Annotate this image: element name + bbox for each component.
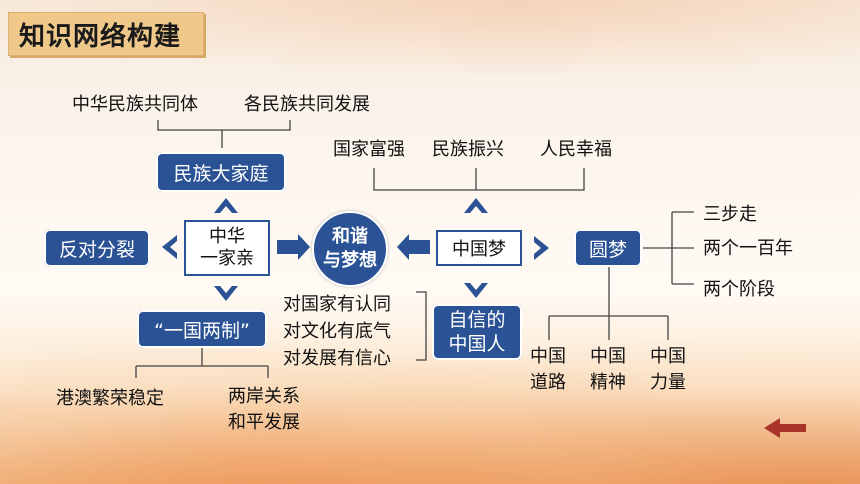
label-china-spirit-line2: 精神 [590, 372, 626, 393]
back-button[interactable] [760, 414, 810, 442]
label-hk-macao-stability: 港澳繁荣稳定 [56, 388, 164, 409]
node-nation-family: 民族大家庭 [156, 152, 286, 192]
node-confident-line2: 中国人 [448, 333, 506, 355]
background-bottom-glow [0, 334, 860, 484]
label-china-path-line2: 道路 [530, 372, 566, 393]
node-one-country-two-systems: “一国两制” [137, 310, 267, 348]
label-confidence-list: 对国家有认同 对文化有底气 对发展有信心 [283, 291, 391, 372]
label-china-spirit-line1: 中国 [590, 346, 626, 367]
label-common-development: 各民族共同发展 [244, 94, 370, 115]
label-three-steps: 三步走 [703, 204, 757, 225]
label-china-strength: 中国 力量 [650, 344, 686, 396]
node-realize-dream: 圆梦 [574, 229, 642, 267]
label-identify-nation: 对国家有认同 [283, 294, 391, 315]
node-harmony-line1: 和谐 [332, 226, 368, 247]
label-two-stages: 两个阶段 [703, 279, 775, 300]
label-china-strength-line2: 力量 [650, 372, 686, 393]
node-one-family: 中华 一家亲 [184, 220, 270, 276]
label-china-path-line1: 中国 [530, 346, 566, 367]
label-cross-strait-line2: 和平发展 [228, 412, 300, 433]
node-one-family-line2: 一家亲 [200, 248, 254, 269]
label-china-strength-line1: 中国 [650, 346, 686, 367]
node-one-family-line1: 中华 [209, 226, 245, 247]
node-harmony-dream: 和谐 与梦想 [312, 211, 388, 287]
node-china-dream: 中国梦 [436, 230, 522, 266]
node-confident-chinese: 自信的 中国人 [432, 304, 522, 360]
section-title: 知识网络构建 [8, 12, 204, 56]
label-china-spirit: 中国 精神 [590, 344, 626, 396]
label-rejuvenation: 民族振兴 [432, 139, 504, 160]
node-oppose-separatism: 反对分裂 [44, 229, 150, 267]
label-development-confidence: 对发展有信心 [283, 348, 391, 369]
node-confident-line1: 自信的 [448, 309, 506, 331]
label-two-centenaries: 两个一百年 [703, 238, 793, 259]
label-china-path: 中国 道路 [530, 344, 566, 396]
label-happiness: 人民幸福 [540, 139, 612, 160]
label-prosperity: 国家富强 [333, 139, 405, 160]
label-chinese-nation-community: 中华民族共同体 [72, 94, 198, 115]
label-cross-strait-line1: 两岸关系 [228, 386, 300, 407]
label-cultural-confidence: 对文化有底气 [283, 321, 391, 342]
node-harmony-line2: 与梦想 [323, 250, 377, 271]
label-cross-strait: 两岸关系 和平发展 [228, 384, 300, 436]
back-arrow-icon [764, 418, 806, 438]
section-title-text: 知识网络构建 [19, 21, 182, 52]
